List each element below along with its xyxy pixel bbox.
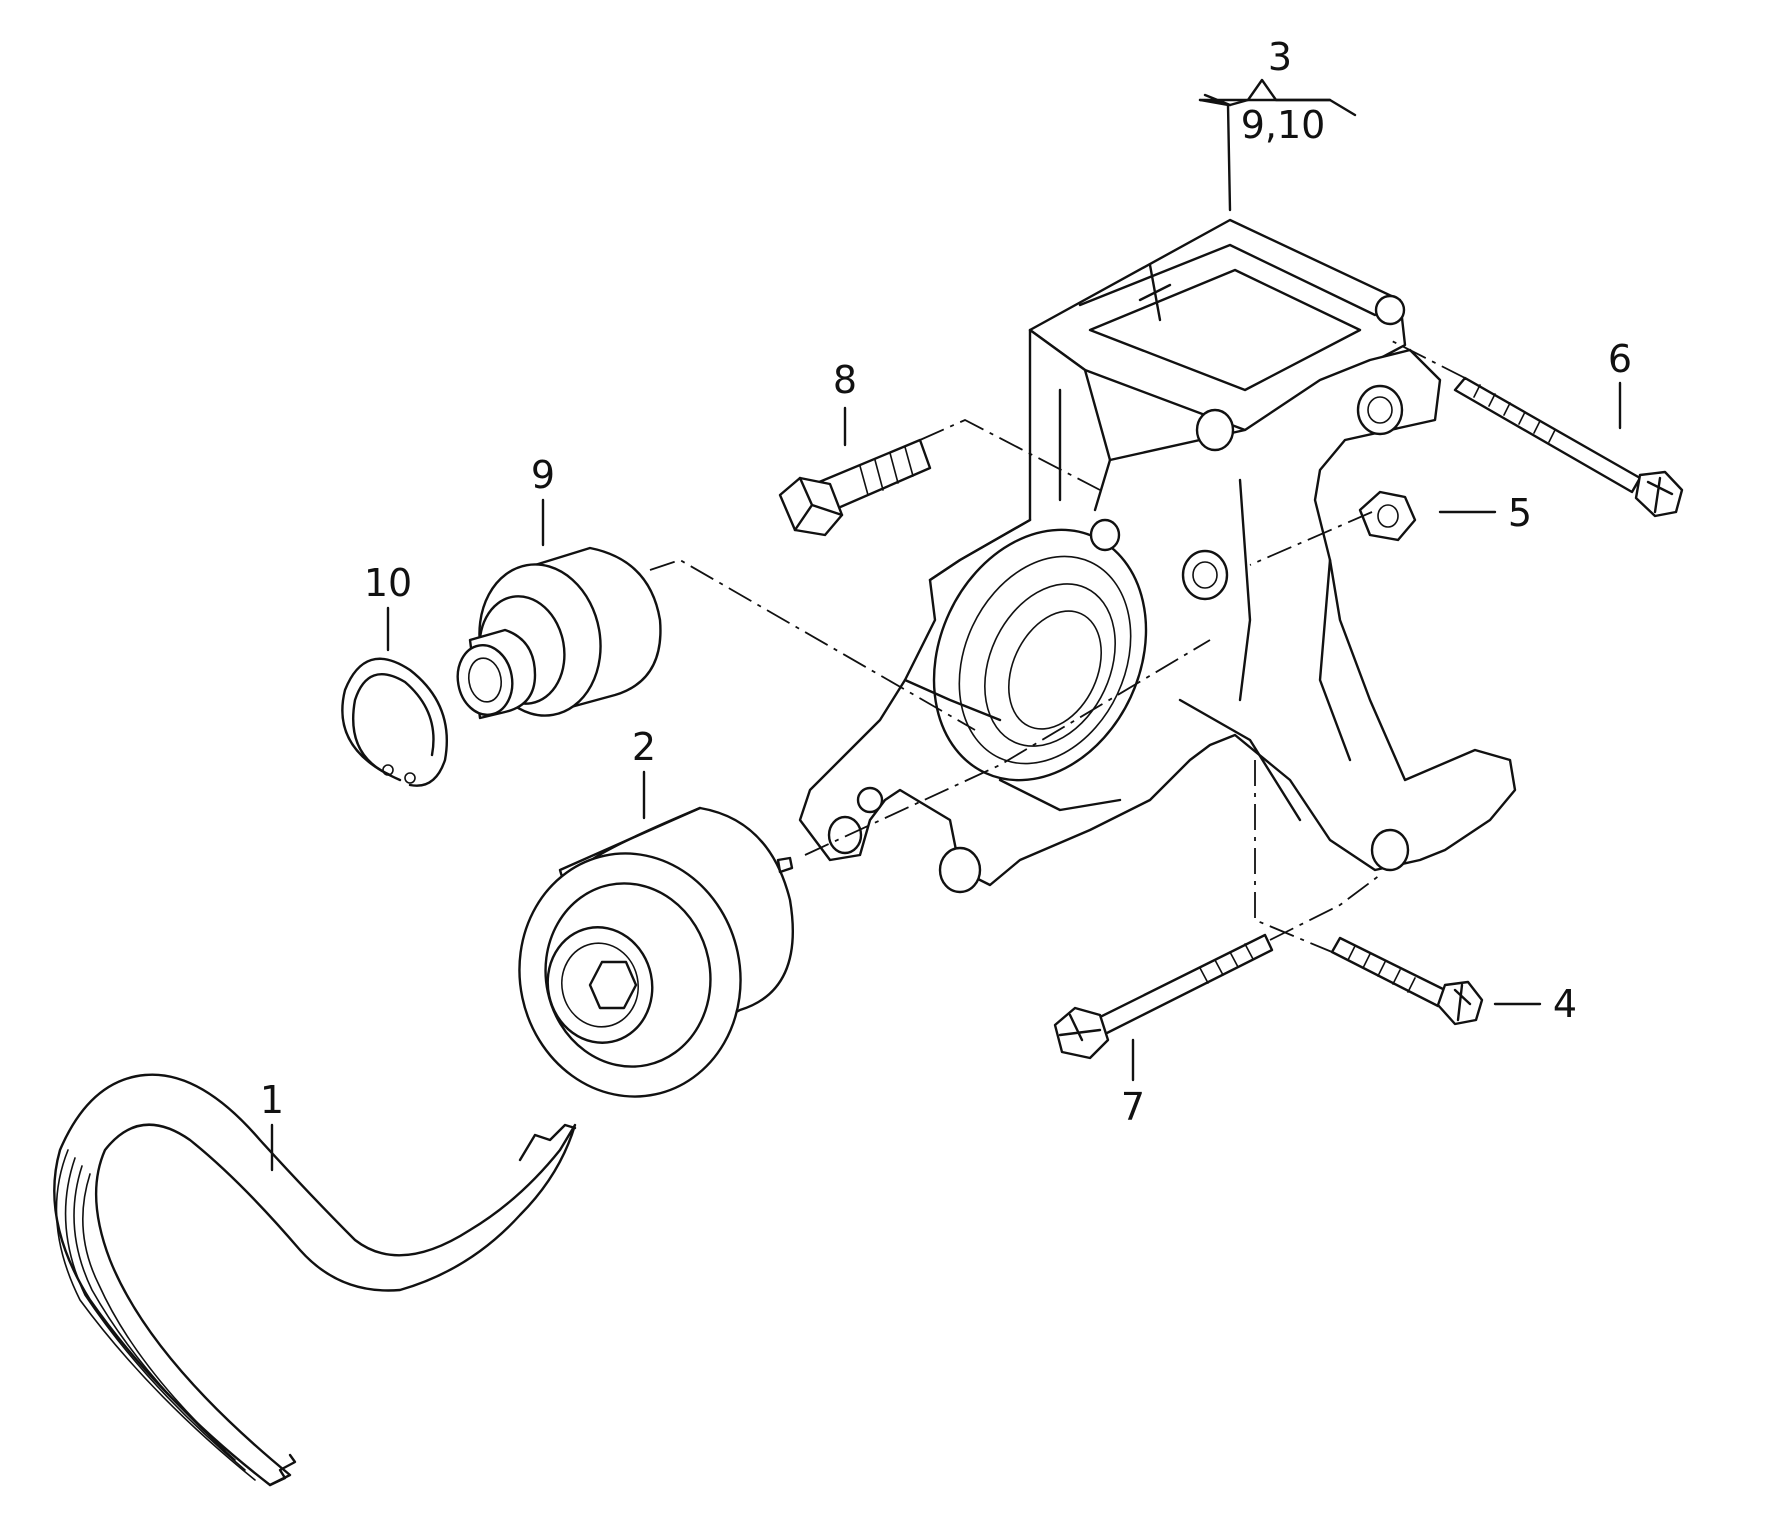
callout-leaders [270,78,1622,1172]
callout-10: 10 [364,561,412,605]
part-7-screw [1053,933,1274,1060]
assembly-centerlines [649,339,1466,953]
callout-9: 9 [531,453,555,497]
callout-3: 3 [1268,35,1292,79]
callout-3-sub: 9,10 [1241,103,1326,147]
callout-4: 4 [1553,982,1577,1026]
callout-2: 2 [632,725,656,769]
part-6-screw [1453,376,1684,518]
part-10-circlip [341,657,449,787]
part-5-nut [1358,490,1417,542]
part-1-ribbed-belt [53,1073,577,1487]
part-4-screw [1330,936,1484,1026]
callout-1: 1 [260,1078,284,1122]
callout-6: 6 [1608,337,1632,381]
callout-7: 7 [1121,1085,1145,1129]
part-8-bolt [778,438,932,537]
part-9-idler-pulley [456,546,662,720]
part-3-bracket [798,218,1517,894]
callout-5: 5 [1508,491,1532,535]
part-2-tensioner-pulley [518,806,794,1098]
callout-labels: 3 9,10 6 5 8 9 10 2 1 4 7 [260,35,1632,1129]
callout-8: 8 [833,358,857,402]
